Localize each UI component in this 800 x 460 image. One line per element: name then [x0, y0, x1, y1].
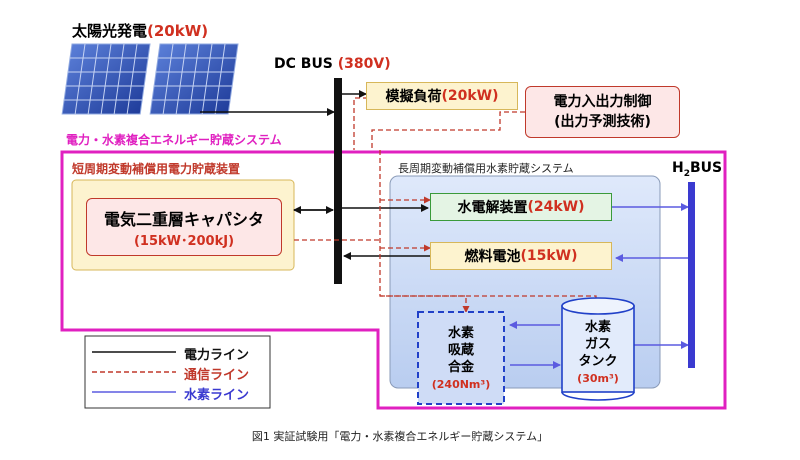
figure-caption: 図1 実証試験用「電力・水素複合エネルギー貯蔵システム」 — [251, 430, 549, 443]
h2-bus-label: H2BUS — [672, 160, 722, 179]
load-capacity: (20kW) — [441, 88, 499, 104]
control-title: 電力入出力制御 — [553, 94, 652, 110]
long-term-title: 長周期変動補償用水素貯蔵システム — [398, 162, 574, 175]
fuel-cell-name: 燃料電池 — [464, 249, 521, 265]
solar-capacity: (20kW) — [147, 22, 209, 40]
capacitor-name: 電気二重層キャパシタ — [103, 209, 264, 229]
dc-bus-name: DC BUS — [274, 56, 333, 72]
dc-bus-bar — [334, 78, 342, 284]
tank-line-2: ガス — [584, 337, 611, 352]
solar-panel-icon — [61, 43, 239, 115]
tank-line-1: 水素 — [584, 320, 611, 335]
system-boundary — [60, 150, 727, 410]
hydrogen-tank-label: 水素 ガス タンク (30m³) — [562, 314, 634, 392]
hydrogen-tank-icon — [561, 297, 635, 401]
electrolyzer-capacity: (24kW) — [527, 199, 585, 215]
control-subtitle: (出力予測技術) — [554, 114, 651, 130]
short-term-title: 短周期変動補償用電力貯蔵装置 — [72, 162, 241, 176]
electrolyzer-name: 水電解装置 — [457, 200, 528, 216]
load-name: 模擬負荷 — [385, 89, 442, 105]
tank-capacity: (30m³) — [577, 372, 619, 385]
hydrogen-alloy-label: 水素 吸蔵 合金 (240Nm³) — [418, 314, 504, 404]
h2-bus-subscript: 2 — [683, 168, 690, 179]
simulated-load-box: 模擬負荷(20kW) — [366, 82, 518, 110]
fuel-cell-box: 燃料電池(15kW) — [430, 242, 612, 270]
h2-bus-prefix: H — [672, 160, 684, 176]
fuel-cell-capacity: (15kW) — [520, 248, 578, 264]
capacitor-spec: (15kW･200kJ) — [133, 233, 235, 249]
communication-lines — [294, 97, 600, 321]
dc-bus-label: DC BUS (380V) — [274, 56, 391, 72]
tank-line-3: タンク — [578, 354, 618, 369]
alloy-capacity: (240Nm³) — [431, 378, 491, 391]
system-title: 電力・水素複合エネルギー貯蔵システム — [66, 133, 282, 147]
solar-name: 太陽光発電 — [72, 22, 148, 40]
hydrogen-alloy-box — [417, 311, 505, 405]
power-control-box: 電力入出力制御 (出力予測技術) — [525, 86, 680, 138]
power-lines — [200, 90, 430, 260]
solar-label: 太陽光発電(20kW) — [72, 20, 208, 41]
legend-comm-label: 通信ライン — [184, 368, 250, 383]
h2-bus-suffix: BUS — [689, 160, 723, 176]
legend-lines — [84, 335, 271, 409]
alloy-line-3: 合金 — [447, 360, 474, 375]
legend-power-label: 電力ライン — [184, 348, 250, 363]
dc-bus-voltage: (380V) — [337, 56, 391, 72]
capacitor-box: 電気二重層キャパシタ (15kW･200kJ) — [86, 198, 282, 256]
alloy-line-2: 吸蔵 — [447, 343, 474, 358]
h2-bus-bar — [688, 182, 695, 368]
alloy-line-1: 水素 — [447, 326, 474, 341]
legend-hydrogen-label: 水素ライン — [184, 388, 250, 403]
hydrogen-lines — [509, 203, 689, 369]
electrolyzer-box: 水電解装置(24kW) — [430, 193, 612, 221]
